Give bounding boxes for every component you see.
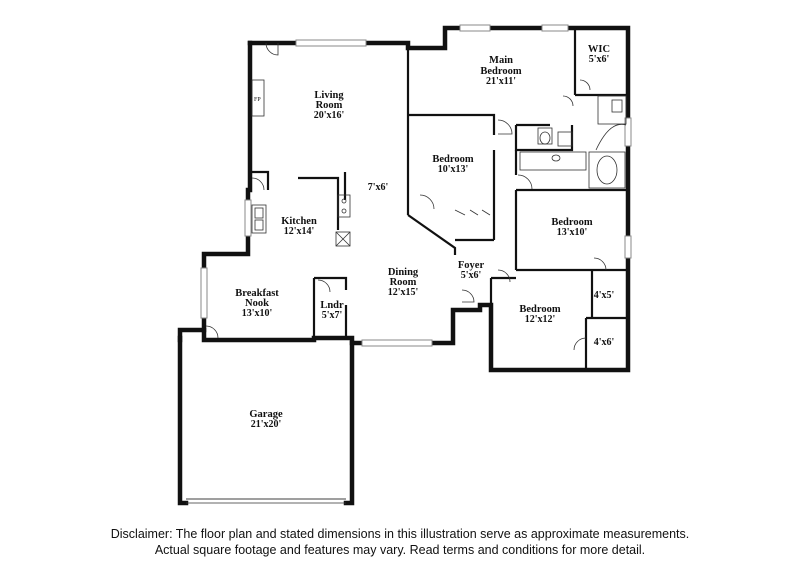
- room-dining-name2: Room: [390, 277, 417, 288]
- room-bedroom-a-dim: 10'x13': [438, 164, 469, 175]
- room-laundry: Lndr 5'x7': [320, 300, 344, 321]
- room-dining-name: Dining: [388, 267, 419, 278]
- room-wic: WIC 5'x6': [588, 44, 610, 65]
- room-bedroom-b-name: Bedroom: [551, 217, 592, 228]
- room-bedroom-a-name: Bedroom: [432, 154, 473, 165]
- disclaimer: Disclaimer: The floor plan and stated di…: [0, 526, 800, 558]
- room-bedroom-c: Bedroom 12'x12': [519, 304, 560, 325]
- room-main-bedroom-name2: Bedroom: [480, 66, 521, 77]
- room-laundry-name: Lndr: [320, 300, 344, 311]
- exterior-walls: [177, 25, 631, 506]
- room-closet-a: 4'x5': [594, 290, 615, 301]
- room-bedroom-c-name: Bedroom: [519, 304, 560, 315]
- room-dining-dim: 12'x15': [388, 287, 419, 298]
- room-hall-dim: 7'x6': [368, 182, 389, 193]
- interior-walls: [204, 28, 628, 370]
- floor-plan: FP: [177, 24, 632, 506]
- windows: [200, 24, 632, 347]
- fixtures: FP: [251, 79, 627, 247]
- room-laundry-dim: 5'x7': [322, 310, 343, 321]
- room-closet-b: 4'x6': [594, 337, 615, 348]
- room-hall: 7'x6': [368, 182, 389, 193]
- room-foyer-name: Foyer: [458, 260, 485, 271]
- room-breakfast-dim: 13'x10': [242, 308, 273, 319]
- room-main-bedroom: Main Bedroom 21'x11': [480, 55, 521, 87]
- room-garage: Garage 21'x20': [249, 409, 283, 430]
- room-main-bedroom-dim: 21'x11': [486, 76, 516, 87]
- room-dining: Dining Room 12'x15': [388, 267, 419, 298]
- disclaimer-line-2: Actual square footage and features may v…: [154, 543, 646, 557]
- room-living-dim: 20'x16': [314, 110, 345, 121]
- room-closet-b-dim: 4'x6': [594, 337, 615, 348]
- room-breakfast: Breakfast Nook 13'x10': [235, 288, 279, 319]
- room-garage-dim: 21'x20': [251, 419, 282, 430]
- room-kitchen-dim: 12'x14': [284, 226, 315, 237]
- room-bedroom-b: Bedroom 13'x10': [551, 217, 592, 238]
- room-bedroom-b-dim: 13'x10': [557, 227, 588, 238]
- room-main-bedroom-name: Main: [489, 55, 513, 66]
- room-kitchen: Kitchen 12'x14': [281, 216, 317, 237]
- room-labels: Living Room 20'x16' Main Bedroom 21'x11'…: [235, 44, 614, 430]
- room-wic-name: WIC: [588, 44, 610, 55]
- room-breakfast-name2: Nook: [245, 298, 269, 309]
- room-closet-a-dim: 4'x5': [594, 290, 615, 301]
- room-garage-name: Garage: [249, 409, 283, 420]
- room-living-name2: Room: [316, 100, 343, 111]
- room-foyer: Foyer 5'x6': [458, 260, 485, 281]
- doors: [186, 42, 607, 500]
- room-wic-dim: 5'x6': [589, 54, 610, 65]
- room-bedroom-a: Bedroom 10'x13': [432, 154, 473, 175]
- fireplace-label: FP: [254, 97, 261, 103]
- room-bedroom-c-dim: 12'x12': [525, 314, 556, 325]
- room-foyer-dim: 5'x6': [461, 270, 482, 281]
- room-living-name: Living: [314, 90, 344, 101]
- disclaimer-line-1: Disclaimer: The floor plan and stated di…: [110, 527, 690, 541]
- room-kitchen-name: Kitchen: [281, 216, 317, 227]
- room-living: Living Room 20'x16': [314, 90, 345, 121]
- room-breakfast-name: Breakfast: [235, 288, 279, 299]
